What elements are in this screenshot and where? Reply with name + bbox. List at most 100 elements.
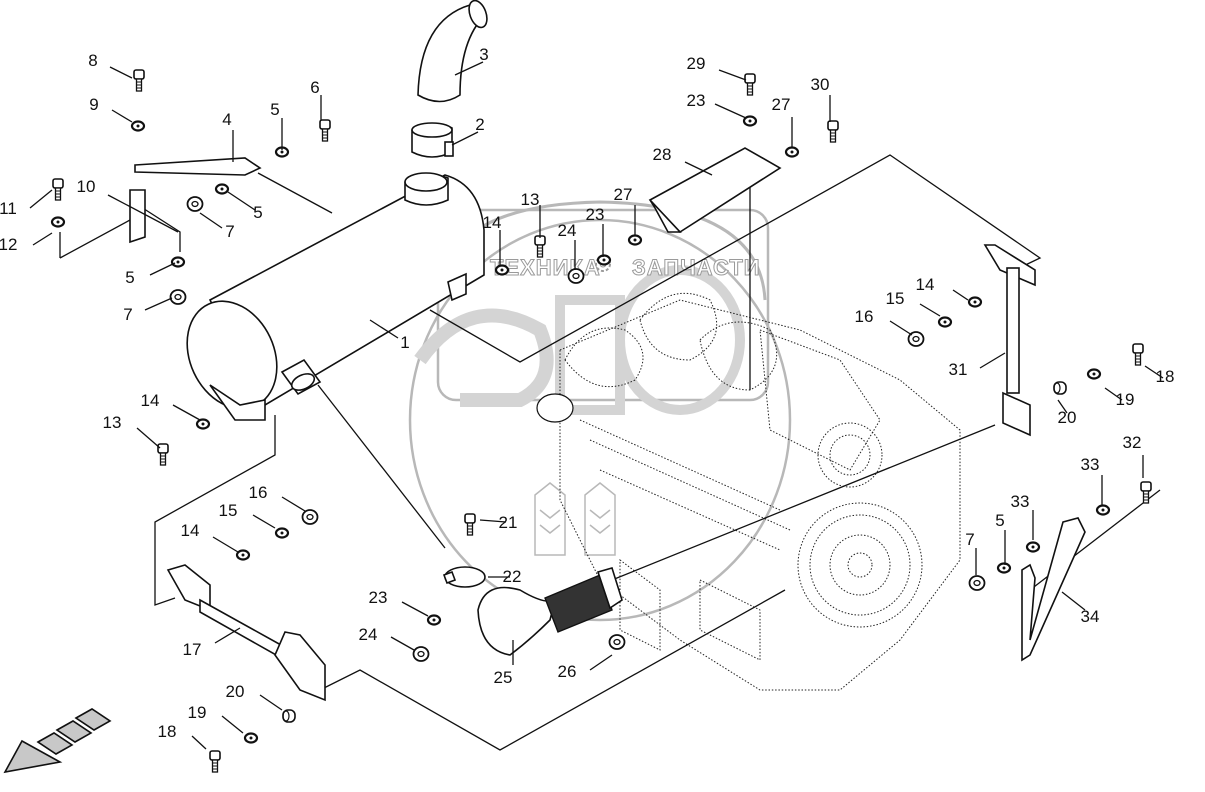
nut-nut-icon [412, 646, 430, 662]
callout-label: 4 [222, 110, 231, 129]
callout-label: 15 [219, 501, 238, 520]
callout-18: 18 [158, 722, 207, 750]
callout-26: 26 [558, 654, 613, 681]
callout-label: 14 [483, 213, 502, 232]
callout-label: 29 [687, 54, 706, 73]
leader-line [111, 109, 133, 123]
callout-label: 31 [949, 360, 968, 379]
callout-20: 20 [226, 682, 283, 711]
washer-washer-icon [967, 296, 983, 308]
muffler [186, 172, 485, 421]
callout-9: 9 [89, 95, 133, 123]
callout-label: 13 [103, 413, 122, 432]
callout-10: 10 [77, 177, 179, 233]
callout-label: 10 [77, 177, 96, 196]
clamp-lower [442, 566, 486, 588]
callout-label: 14 [916, 275, 935, 294]
callout-12: 12 [0, 232, 53, 254]
callout-7: 7 [123, 297, 173, 324]
callout-1: 1 [369, 319, 410, 352]
leader-line [390, 636, 415, 651]
bolt-bolt-icon [1140, 481, 1152, 504]
watermark-text-right: ЗАПЧАСТИ [632, 255, 761, 280]
callout-15: 15 [886, 289, 941, 317]
leader-line [281, 496, 306, 512]
leader-line [107, 194, 179, 233]
washer-washer-icon [243, 732, 259, 744]
callout-label: 19 [188, 703, 207, 722]
washer-washer-icon [274, 146, 290, 158]
nut-nut-icon [968, 575, 986, 591]
support-post [983, 244, 1036, 437]
washer-washer-icon [784, 146, 800, 158]
leader-line [259, 694, 283, 711]
callout-7: 7 [199, 212, 235, 241]
callout-label: 23 [369, 588, 388, 607]
callout-label: 27 [614, 185, 633, 204]
washer-washer-icon [627, 234, 643, 246]
callout-19: 19 [1104, 387, 1135, 409]
callout-label: 26 [558, 662, 577, 681]
callout-label: 6 [310, 78, 319, 97]
socket-head-bolt-bolt-icon [209, 750, 221, 773]
callout-15: 15 [219, 501, 276, 529]
clamp-top [411, 122, 454, 158]
support-bracket-lower [166, 564, 326, 702]
leader-line [1144, 365, 1164, 379]
callout-label: 14 [181, 521, 200, 540]
nut-nut-icon [301, 509, 319, 525]
callout-13: 13 [521, 190, 541, 238]
washer-washer-icon [214, 183, 230, 195]
leader-line [718, 69, 747, 81]
front-direction-arrow [3, 708, 112, 774]
leader-line [32, 232, 53, 246]
leader-line [109, 66, 133, 79]
nut-nut-icon [186, 196, 204, 212]
heat-shield [648, 147, 782, 234]
callout-label: 5 [125, 268, 134, 287]
nut-nut-icon [608, 634, 626, 650]
callout-label: 14 [141, 391, 160, 410]
callout-label: 15 [886, 289, 905, 308]
callout-34: 34 [1061, 591, 1100, 626]
washer-washer-icon [170, 256, 186, 268]
leader-line [199, 212, 223, 229]
callout-label: 16 [249, 483, 268, 502]
callout-label: 11 [0, 199, 17, 218]
leader-line [1104, 387, 1123, 401]
leader-line [172, 404, 201, 421]
callout-5: 5 [227, 191, 263, 222]
callout-23: 23 [687, 91, 747, 119]
callout-label: 2 [475, 115, 484, 134]
bolt-bolt-icon [744, 73, 756, 96]
leader-line [252, 514, 276, 529]
callout-label: 5 [995, 511, 1004, 530]
bolt-bolt-icon [52, 178, 64, 201]
callout-label: 34 [1081, 607, 1100, 626]
callouts: 1234555567778910111213131414141415151616… [0, 45, 1174, 750]
callout-label: 7 [225, 222, 234, 241]
callout-label: 23 [586, 205, 605, 224]
callout-27: 27 [772, 95, 793, 148]
callout-label: 7 [965, 530, 974, 549]
callout-5: 5 [270, 100, 283, 150]
leader-line [227, 191, 256, 211]
leader-line [29, 189, 53, 209]
callout-label: 19 [1116, 390, 1135, 409]
callout-label: 12 [0, 235, 17, 254]
callout-17: 17 [183, 627, 241, 659]
callout-25: 25 [494, 640, 514, 687]
callout-16: 16 [249, 483, 306, 512]
callout-3: 3 [454, 45, 489, 76]
bolt-bolt-icon [133, 69, 145, 92]
washer-washer-icon [996, 562, 1012, 574]
callout-label: 18 [158, 722, 177, 741]
callout-label: 24 [359, 625, 378, 644]
leader-line [451, 131, 479, 146]
leader-line [714, 103, 747, 119]
socket-head-bolt-bolt-icon [1132, 343, 1144, 366]
callout-27: 27 [614, 185, 636, 235]
nut-nut-icon [907, 331, 925, 347]
callout-label: 24 [558, 221, 577, 240]
